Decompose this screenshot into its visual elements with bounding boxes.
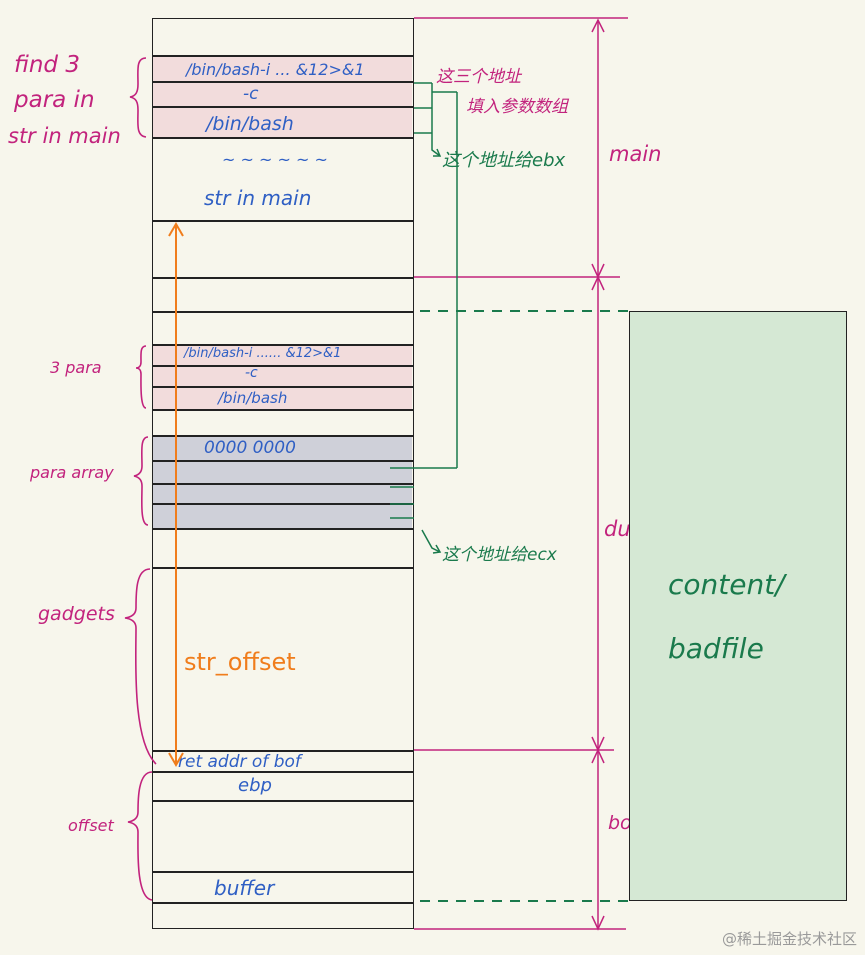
main-binbash-text: /bin/bash [206,113,294,135]
main-dashc-text: -c [243,84,259,104]
find-label-line1: find 3 [14,52,80,78]
find-label-line2: para in [14,87,95,113]
para-array-cell-3 [153,484,412,504]
str-offset-label: str_offset [184,648,296,676]
main-cmd-text: /bin/bash-i ... &12>&1 [186,60,365,79]
three-addresses-note: 这三个地址 [436,67,521,87]
badfile-box [629,311,847,901]
para-dashc-text: -c [245,365,258,381]
para-array-cell-1 [153,436,412,461]
para-cmd-cell-fill [153,345,412,367]
fill-array-note: 填入参数数组 [466,97,568,117]
main-dashc-cell-fill [153,83,412,108]
main-binbash-cell-fill [153,108,412,138]
ret-addr-text: ret addr of bof [178,752,301,772]
para-binbash-cell-fill [153,387,412,410]
para-cmd-text: /bin/bash-i ...... &12>&1 [184,346,342,361]
watermark: @稀土掘金技术社区 [721,930,857,948]
ebp-text: ebp [238,775,272,796]
str-in-main-text: str in main [204,186,312,210]
badfile-label: badfile [668,632,764,665]
main-dots-text: ~ ~ ~ ~ ~ ~ [222,150,328,169]
addr-to-ecx-note: 这个地址给ecx [442,545,557,565]
para-array-cell-4 [153,504,412,529]
addr-to-ebx-note: 这个地址给ebx [442,150,566,171]
main-cmd-cell-fill [153,56,412,83]
gadgets-label: gadgets [38,603,115,625]
para-binbash-text: /bin/bash [218,389,288,407]
para-array-cell-2 [153,461,412,484]
main-region-label: main [609,142,662,166]
content-label: content/ [668,568,785,601]
para-dashc-cell-fill [153,367,412,387]
find-label-line3: str in main [8,124,121,148]
buffer-text: buffer [214,876,275,900]
zeros-text: 0000 0000 [204,438,296,458]
stack-frame [152,18,414,929]
para-array-label: para array [30,463,114,482]
offset-label: offset [68,816,114,835]
three-para-label: 3 para [50,358,102,377]
